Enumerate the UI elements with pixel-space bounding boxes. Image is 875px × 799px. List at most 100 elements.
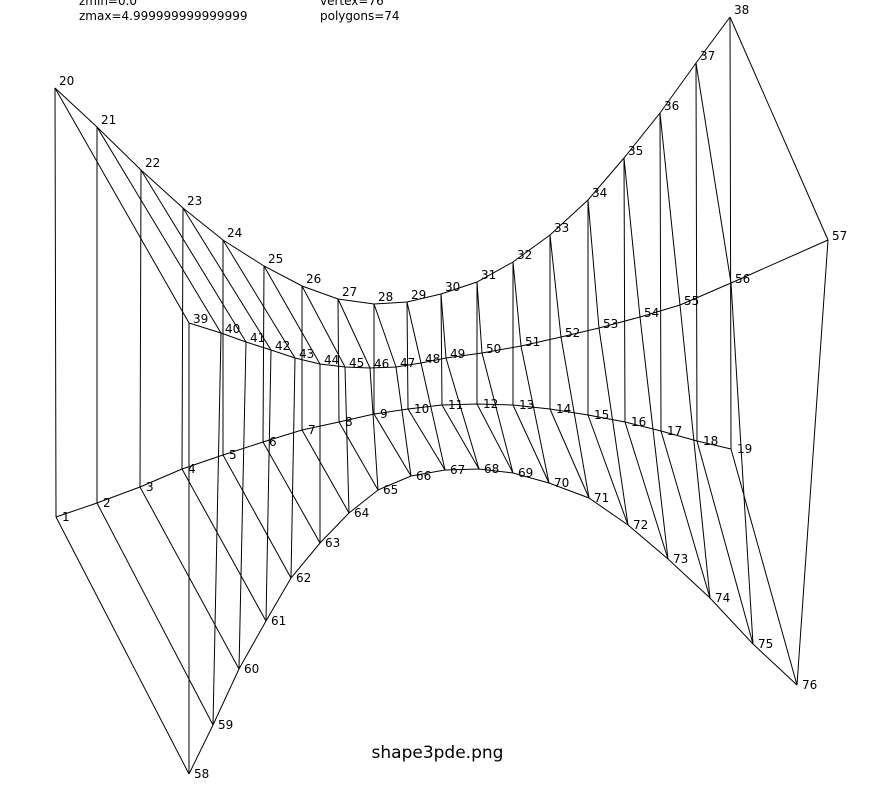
wire-diagonal-bottom (338, 421, 379, 491)
wire-diagonal-top (695, 62, 732, 284)
wire-vertical-front (623, 157, 626, 423)
vertex-label: 76 (802, 678, 817, 692)
vertex-label: 23 (187, 194, 202, 208)
vertex-label: 65 (383, 483, 398, 497)
vertex-label: 62 (296, 571, 311, 585)
vertex-label: 69 (518, 466, 533, 480)
wire-diagonal-top (406, 301, 422, 364)
wire-diagonal-bottom (181, 468, 267, 622)
vertex-label: 18 (703, 434, 718, 448)
vertex-label: 32 (517, 248, 532, 262)
wire-vertical-front (337, 298, 340, 423)
wire-vertical-back (598, 327, 629, 526)
vertex-label: 21 (101, 113, 116, 127)
vertex-label: 33 (554, 221, 569, 235)
vertex-label: 68 (484, 462, 499, 476)
vertex-label: 71 (594, 491, 609, 505)
vertex-label: 15 (594, 408, 609, 422)
vertex-label: 66 (416, 469, 431, 483)
wire-vertical-front (440, 293, 443, 406)
vertex-label: 61 (271, 614, 286, 628)
vertex-label: 24 (227, 226, 242, 240)
wire-vertical-back (481, 352, 514, 474)
zmin-readout: zmin=0.0 (79, 0, 138, 8)
vertex-label: 58 (194, 767, 209, 781)
wire-diagonal-top (182, 207, 272, 351)
vertex-label: 31 (481, 268, 496, 282)
vertex-label: 57 (832, 229, 847, 243)
vertex-label: 59 (218, 718, 233, 732)
wire-vertical-front (139, 169, 142, 488)
vertex-label: 50 (486, 342, 501, 356)
wire-curve-1 (55, 403, 732, 518)
wire-diagonal-top (96, 126, 222, 334)
zmax-readout: zmax=4.999999999999999 (79, 9, 248, 23)
wire-diagonal-bottom (476, 403, 514, 474)
wire-vertical-back (265, 349, 272, 622)
wire-vertical-back (212, 332, 222, 726)
wire-diagonal-top (301, 285, 346, 368)
vertex-label: 7 (308, 423, 316, 437)
wire-vertical-back (796, 239, 829, 686)
wire-diagonal-bottom (96, 502, 214, 726)
vertex-label: 11 (448, 398, 463, 412)
vertex-label: 53 (603, 317, 618, 331)
vertex-label: 74 (715, 591, 730, 605)
vertex-label: 51 (525, 335, 540, 349)
vertex-label: 60 (244, 662, 259, 676)
vertex-label: 37 (700, 49, 715, 63)
vertex-label: 41 (250, 331, 265, 345)
vertex-label: 16 (631, 415, 646, 429)
vertex-label: 1 (62, 510, 70, 524)
wire-diagonal-bottom (222, 454, 292, 579)
wire-vertical-back (395, 366, 412, 477)
vertex-label: 44 (324, 353, 339, 367)
wire-diagonal-top (263, 265, 321, 365)
vertex-label: 49 (450, 347, 465, 361)
vertex-label: 28 (378, 290, 393, 304)
wire-vertical-back (520, 345, 550, 484)
polygon-count-readout: polygons=74 (320, 9, 400, 23)
vertex-label: 38 (734, 3, 749, 17)
wire-diagonal-bottom (441, 404, 480, 470)
vertex-label: 8 (345, 415, 353, 429)
vertex-count-readout: vertex=76 (320, 0, 384, 8)
vertex-label: 47 (400, 356, 415, 370)
vertex-label: 35 (628, 144, 643, 158)
wire-vertical-back (445, 357, 480, 470)
wire-diagonal-bottom (55, 516, 190, 775)
vertex-label: 17 (667, 424, 682, 438)
wire-diagonal-top (54, 87, 190, 324)
wire-diagonal-bottom (407, 408, 446, 471)
wire-vertical-back (730, 282, 754, 645)
wire-vertical-back (290, 357, 296, 579)
vertex-label: 46 (374, 357, 389, 371)
vertex-label: 27 (342, 285, 357, 299)
wire-diagonal-bottom (139, 486, 240, 670)
wire-vertical-front (659, 112, 662, 432)
vertex-label: 54 (644, 306, 659, 320)
vertex-label: 64 (354, 506, 369, 520)
vertex-label: 6 (269, 435, 277, 449)
vertex-label: 34 (592, 186, 607, 200)
wire-vertical-back (560, 336, 590, 499)
wire-diagonal-top (587, 199, 600, 329)
wire-diagonal-top (476, 281, 483, 354)
vertex-label: 13 (519, 398, 534, 412)
vertex-label: 40 (225, 322, 240, 336)
wire-diagonal-bottom (696, 440, 754, 645)
wire-diagonal-bottom (660, 430, 711, 599)
vertex-label: 36 (664, 99, 679, 113)
vertex-label: 30 (445, 280, 460, 294)
vertex-label: 5 (229, 448, 237, 462)
vertex-label: 48 (425, 352, 440, 366)
wire-diagonal-top (512, 261, 522, 347)
wire-diagonal-top (659, 112, 681, 306)
wire-diagonal-top (373, 303, 397, 368)
vertex-label: 43 (299, 347, 314, 361)
vertex-label: 72 (633, 518, 648, 532)
vertex-label: 63 (325, 536, 340, 550)
wireframe-edges (54, 16, 829, 775)
